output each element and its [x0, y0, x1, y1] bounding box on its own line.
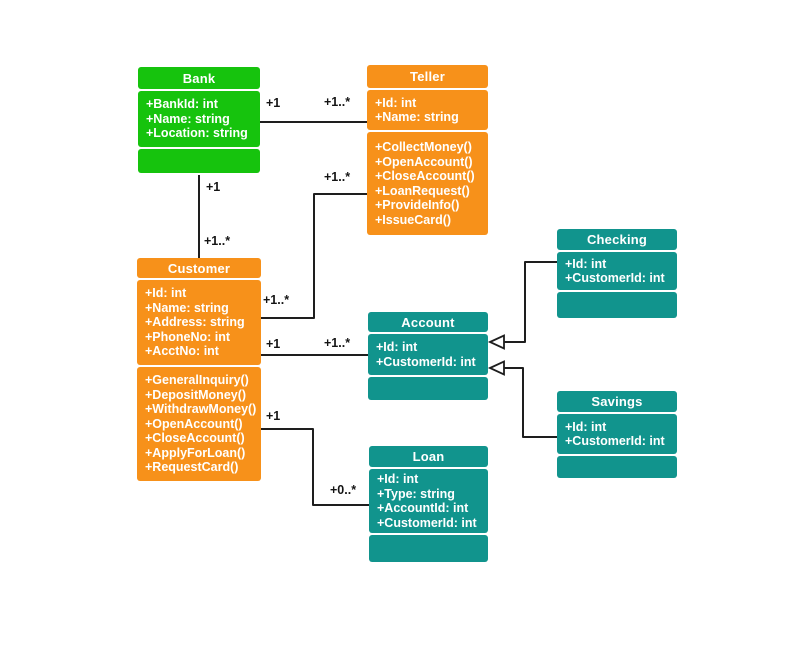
- attribute: +CustomerId: int: [376, 354, 476, 369]
- class-loan-attributes: +Id: int +Type: string +AccountId: int +…: [369, 469, 488, 533]
- attribute: +Id: int: [375, 95, 417, 110]
- attribute: +Id: int: [565, 256, 607, 271]
- edge-savings-account[interactable]: [503, 367, 557, 438]
- method: +OpenAccount(): [145, 416, 243, 431]
- attribute: +PhoneNo: int: [145, 329, 231, 344]
- attribute: +Name: string: [146, 111, 230, 126]
- class-account[interactable]: Account +Id: int +CustomerId: int: [368, 312, 488, 400]
- multiplicity-customer-teller-dst: +1..*: [324, 170, 351, 184]
- generalization-arrowhead-savings: [487, 360, 505, 376]
- method: +ApplyForLoan(): [145, 445, 246, 460]
- multiplicity-customer-account-dst: +1..*: [324, 336, 351, 350]
- class-teller-methods: +CollectMoney() +OpenAccount() +CloseAcc…: [367, 132, 488, 235]
- multiplicity-customer-loan-src: +1: [266, 409, 281, 423]
- class-customer-methods: +GeneralInquiry() +DepositMoney() +Withd…: [137, 367, 261, 481]
- class-checking-title: Checking: [557, 229, 677, 250]
- method: +DepositMoney(): [145, 387, 247, 402]
- multiplicity-customer-account-src: +1: [266, 337, 281, 351]
- attribute: +Name: string: [145, 300, 229, 315]
- class-bank-attributes: +BankId: int +Name: string +Location: st…: [138, 91, 260, 147]
- attribute: +Type: string: [377, 486, 455, 501]
- class-savings[interactable]: Savings +Id: int +CustomerId: int: [557, 391, 677, 478]
- edge-customer-teller[interactable]: [261, 193, 367, 319]
- method: +CollectMoney(): [375, 140, 472, 154]
- class-savings-attributes: +Id: int +CustomerId: int: [557, 414, 677, 454]
- class-customer[interactable]: Customer +Id: int +Name: string +Address…: [137, 258, 261, 481]
- multiplicity-bank-customer-src: +1: [206, 180, 221, 194]
- method: +ProvideInfo(): [375, 198, 460, 212]
- multiplicity-customer-teller-src: +1..*: [263, 293, 290, 307]
- method: +RequestCard(): [145, 460, 239, 475]
- class-account-methods: [368, 377, 488, 400]
- class-checking-methods: [557, 292, 677, 318]
- class-checking-attributes: +Id: int +CustomerId: int: [557, 252, 677, 290]
- class-bank[interactable]: Bank +BankId: int +Name: string +Locatio…: [138, 67, 260, 173]
- attribute: +Id: int: [145, 286, 187, 301]
- generalization-arrowhead-checking: [487, 334, 505, 350]
- multiplicity-customer-loan-dst: +0..*: [330, 483, 357, 497]
- class-bank-title: Bank: [138, 67, 260, 89]
- attribute: +Location: string: [146, 126, 248, 141]
- attribute: +CustomerId: int: [565, 271, 665, 285]
- class-teller[interactable]: Teller +Id: int +Name: string +CollectMo…: [367, 65, 488, 235]
- attribute: +CustomerId: int: [565, 434, 665, 448]
- method: +CloseAccount(): [145, 431, 245, 446]
- method: +GeneralInquiry(): [145, 373, 249, 388]
- class-account-title: Account: [368, 312, 488, 332]
- attribute: +Id: int: [565, 419, 607, 434]
- multiplicity-bank-teller-src: +1: [266, 96, 281, 110]
- attribute: +Id: int: [376, 340, 418, 354]
- class-bank-methods: [138, 149, 260, 173]
- class-loan-methods: [369, 535, 488, 562]
- edge-checking-account[interactable]: [503, 261, 557, 343]
- method: +IssueCard(): [375, 212, 452, 227]
- multiplicity-bank-teller-dst: +1..*: [324, 95, 351, 109]
- attribute: +CustomerId: int: [377, 515, 477, 530]
- attribute: +Id: int: [377, 472, 419, 486]
- class-savings-methods: [557, 456, 677, 478]
- multiplicity-bank-customer-dst: +1..*: [204, 234, 231, 248]
- attribute: +Address: string: [145, 315, 245, 330]
- attribute: +AcctNo: int: [145, 344, 219, 359]
- method: +LoanRequest(): [375, 183, 470, 198]
- method: +OpenAccount(): [375, 154, 473, 169]
- class-checking[interactable]: Checking +Id: int +CustomerId: int: [557, 229, 677, 318]
- method: +CloseAccount(): [375, 169, 475, 183]
- edge-customer-loan[interactable]: [261, 428, 369, 506]
- attribute: +Name: string: [375, 110, 459, 124]
- class-customer-title: Customer: [137, 258, 261, 278]
- attribute: +BankId: int: [146, 97, 218, 112]
- class-account-attributes: +Id: int +CustomerId: int: [368, 334, 488, 375]
- class-teller-title: Teller: [367, 65, 488, 88]
- method: +WithdrawMoney(): [145, 402, 257, 417]
- attribute: +AccountId: int: [377, 501, 469, 515]
- class-customer-attributes: +Id: int +Name: string +Address: string …: [137, 280, 261, 365]
- class-teller-attributes: +Id: int +Name: string: [367, 90, 488, 130]
- class-loan-title: Loan: [369, 446, 488, 467]
- class-loan[interactable]: Loan +Id: int +Type: string +AccountId: …: [369, 446, 488, 562]
- class-savings-title: Savings: [557, 391, 677, 412]
